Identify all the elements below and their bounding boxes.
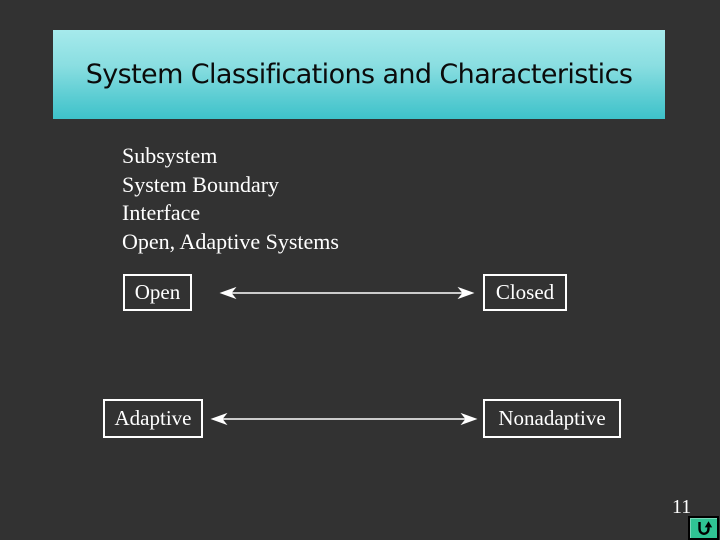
bullet-item: Open, Adaptive Systems: [122, 229, 339, 255]
adaptive-box: Adaptive: [103, 399, 203, 438]
bullet-item: System Boundary: [122, 171, 280, 197]
bullet-item: Interface: [122, 200, 201, 226]
double-arrow-adaptive-nonadaptive: [210, 412, 478, 426]
nonadaptive-box: Nonadaptive: [483, 399, 621, 438]
bullet-list: Subsystem System Boundary Interface Open…: [122, 142, 339, 257]
open-box: Open: [123, 274, 192, 311]
page-title: System Classifications and Characteristi…: [85, 59, 633, 90]
return-icon: [697, 520, 712, 535]
bullet-item: Subsystem: [122, 143, 218, 168]
page-number: 11: [672, 496, 692, 518]
return-action-button[interactable]: [688, 516, 719, 540]
title-bar: System Classifications and Characteristi…: [53, 30, 665, 119]
double-arrow-open-closed: [219, 286, 475, 300]
closed-box: Closed: [483, 274, 567, 311]
